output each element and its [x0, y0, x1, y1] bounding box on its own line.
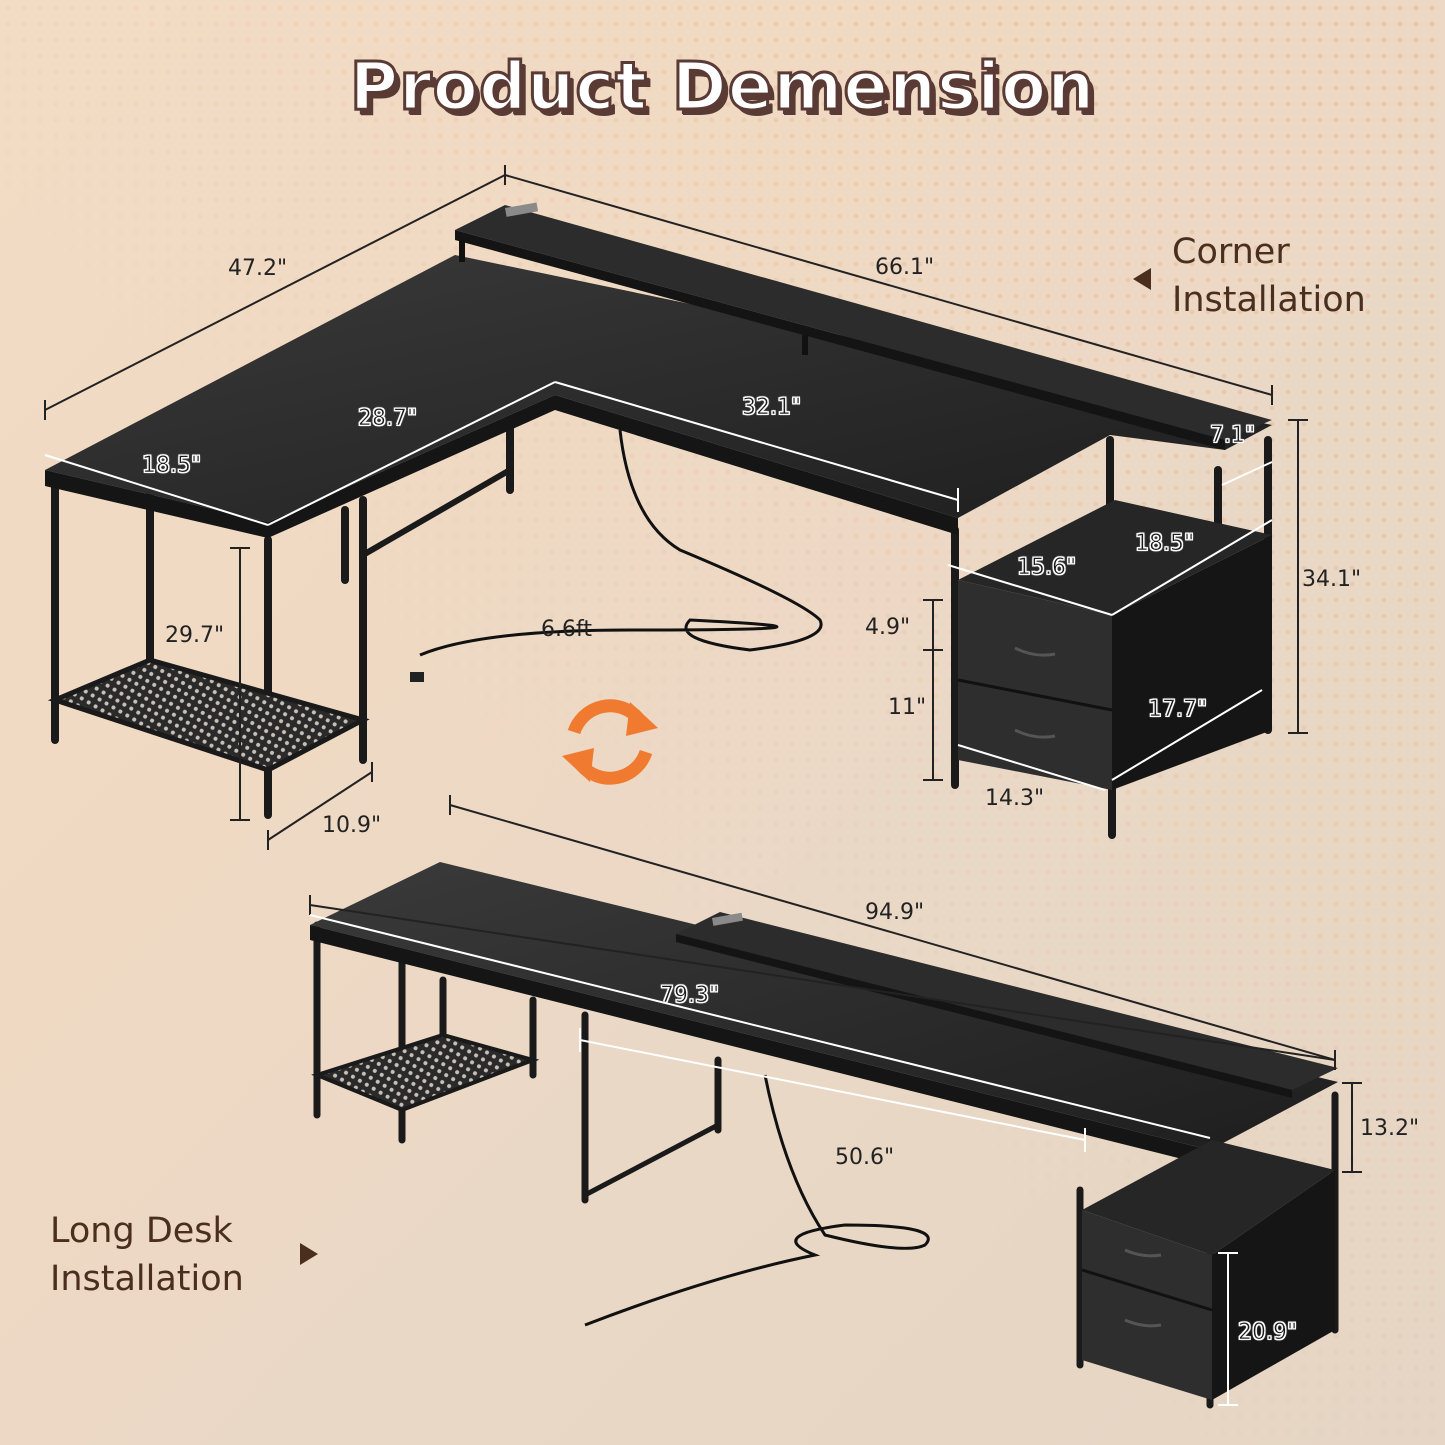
page-title: Product Demension — [348, 47, 1096, 127]
corner-dimension-lines-white — [44, 381, 1273, 791]
dim-total-height: 34.1" — [1302, 567, 1362, 592]
corner-installation-label: Corner Installation — [1172, 228, 1366, 324]
long-dimension-lines — [309, 895, 1362, 1173]
long-desk-installation-label: Long Desk Installation — [50, 1207, 244, 1303]
dim-cord-length: 6.6ft — [541, 617, 592, 642]
dim-shelf-height: 13.2" — [1360, 1116, 1420, 1141]
dim-cabinet-top-width: 15.6" — [1017, 555, 1077, 581]
dim-drawer-bottom-height: 11" — [888, 695, 927, 720]
dim-long-desk-length: 79.3" — [660, 983, 720, 1009]
corner-label-line2: Installation — [1172, 280, 1366, 320]
long-label-line1: Long Desk — [50, 1211, 233, 1251]
triangle-left-icon — [1133, 268, 1151, 290]
triangle-right-icon — [300, 1243, 318, 1265]
long-label-line2: Installation — [50, 1259, 244, 1299]
corner-label-line1: Corner — [1172, 232, 1290, 272]
dim-drawer-top-height: 4.9" — [865, 615, 911, 640]
dim-long-total-length: 94.9" — [865, 900, 925, 925]
dim-shelf-depth: 7.1" — [1210, 423, 1256, 449]
dim-cabinet-width: 14.3" — [985, 786, 1045, 811]
long-dimension-lines-white — [309, 914, 1238, 1406]
dim-side-inner-length: 28.7" — [358, 406, 418, 432]
rotate-arrows-icon — [562, 699, 658, 785]
dim-knee-space: 50.6" — [835, 1145, 895, 1170]
long-desk — [310, 862, 1339, 1409]
dim-main-inner-length: 32.1" — [742, 395, 802, 421]
corner-dimension-lines — [44, 165, 1336, 1061]
dim-leg-spacing: 10.9" — [322, 813, 382, 838]
dim-total-width: 66.1" — [875, 255, 935, 280]
dim-side-width: 18.5" — [142, 453, 202, 479]
dim-cabinet-height: 20.9" — [1238, 1320, 1298, 1346]
dim-total-depth: 47.2" — [228, 256, 288, 281]
dim-cabinet-depth: 17.7" — [1148, 697, 1208, 723]
corner-desk — [45, 202, 1272, 839]
dim-cabinet-top-depth: 18.5" — [1135, 531, 1195, 557]
dim-desk-height: 29.7" — [165, 623, 225, 648]
